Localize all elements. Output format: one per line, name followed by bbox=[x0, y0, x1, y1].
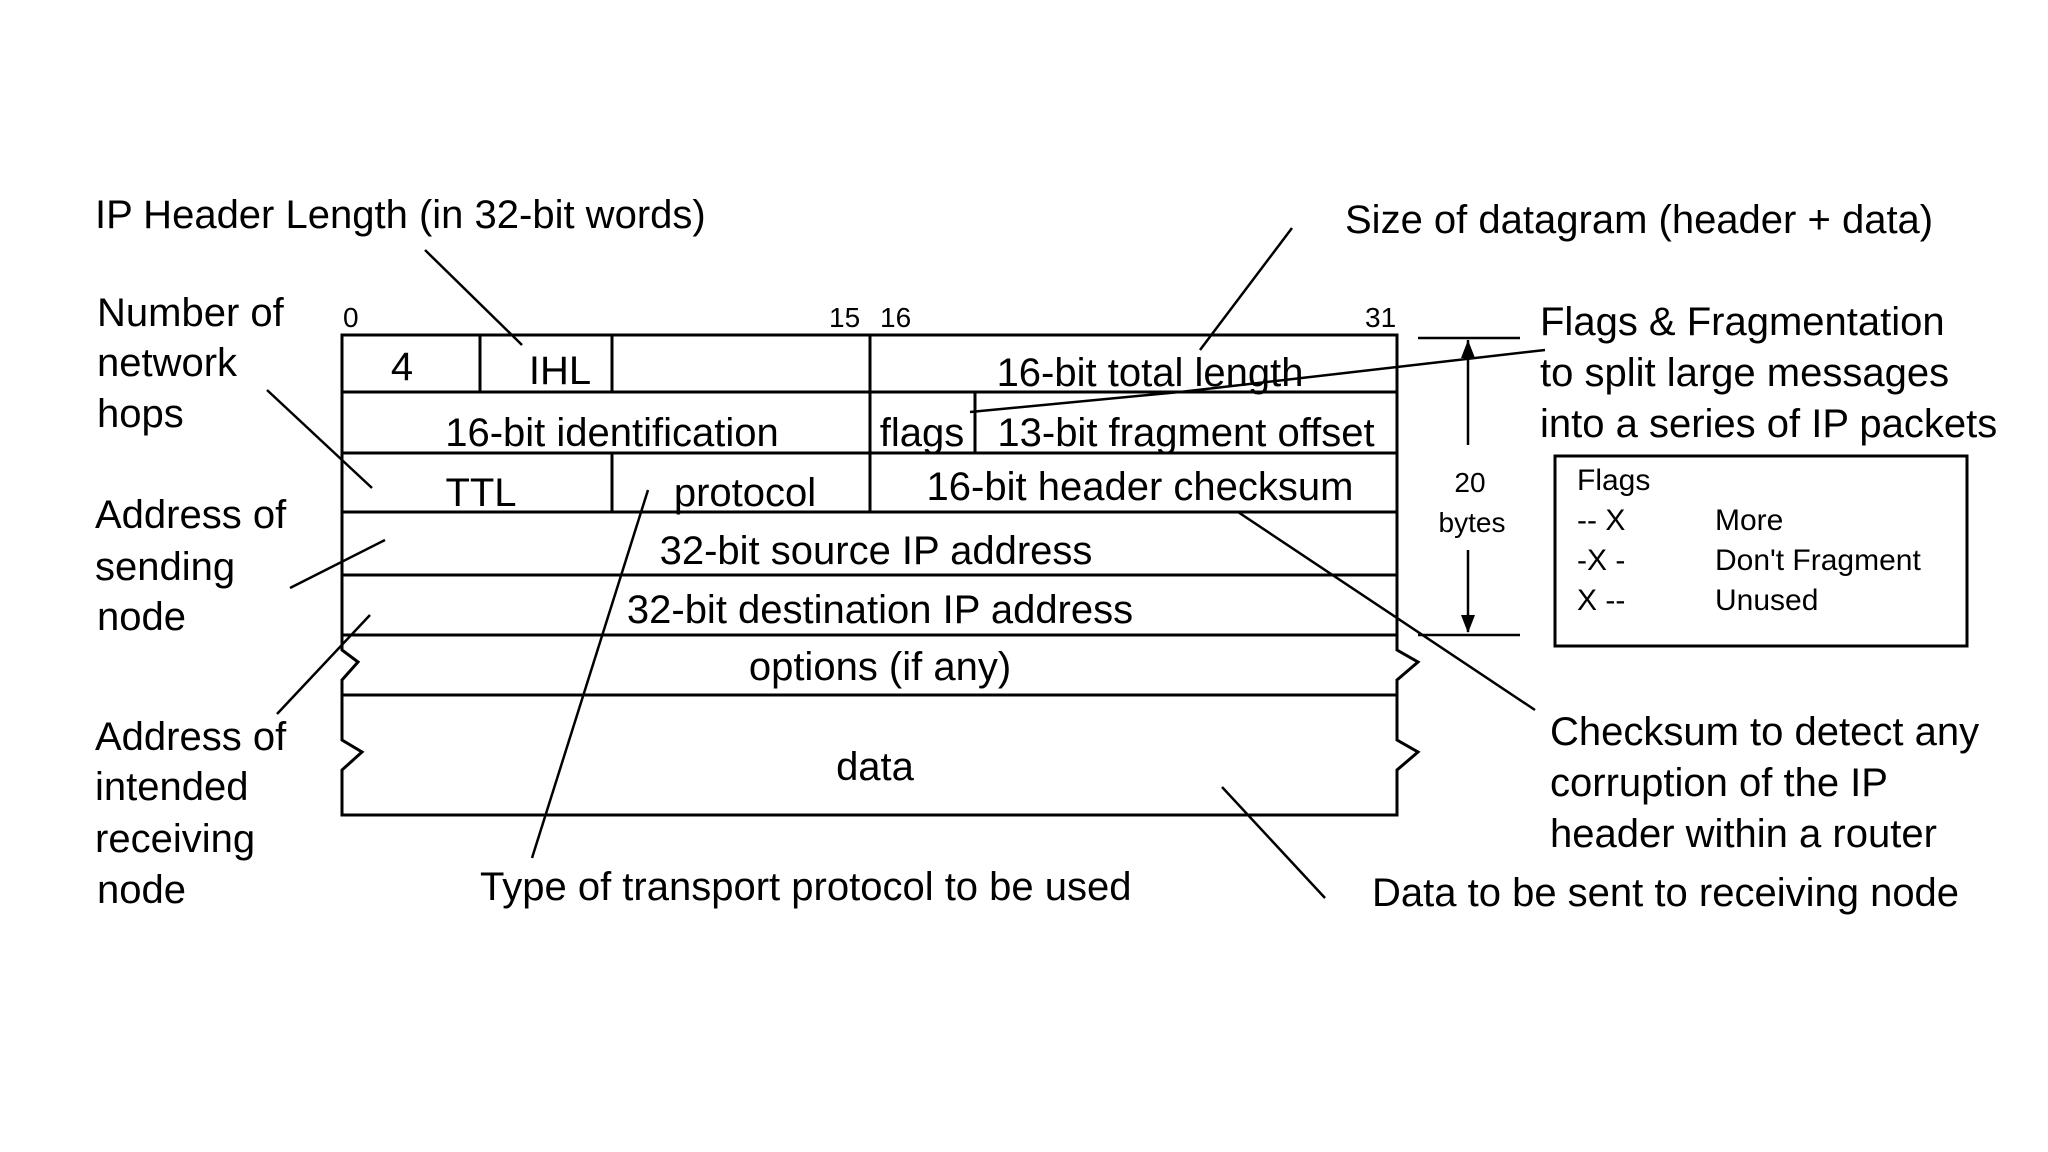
svg-text:sending: sending bbox=[95, 545, 235, 589]
svg-text:Flags & Fragmentation: Flags & Fragmentation bbox=[1540, 300, 1945, 344]
svg-text:corruption of the IP: corruption of the IP bbox=[1550, 761, 1888, 805]
svg-text:receiving: receiving bbox=[95, 817, 255, 861]
flags-legend-title: Flags bbox=[1577, 464, 1650, 497]
svg-text:into a series of IP packets: into a series of IP packets bbox=[1540, 402, 1997, 446]
svg-text:hops: hops bbox=[97, 392, 184, 436]
bit-16: 16 bbox=[880, 302, 911, 333]
bit-0: 0 bbox=[343, 302, 359, 333]
svg-text:to split large messages: to split large messages bbox=[1540, 351, 1949, 395]
data-description: Data to be sent to receiving node bbox=[1372, 871, 1959, 915]
version-field: 4 bbox=[391, 345, 413, 389]
header-size-marker: 20 bytes bbox=[1418, 336, 1520, 637]
flags-legend-meaning: Don't Fragment bbox=[1715, 544, 1921, 577]
source-address-field: 32-bit source IP address bbox=[660, 529, 1093, 573]
size-description: Size of datagram (header + data) bbox=[1345, 198, 1933, 242]
bit-15: 15 bbox=[829, 302, 860, 333]
flags-legend: Flags -- X More -X - Don't Fragment X --… bbox=[1553, 454, 1969, 648]
protocol-field: protocol bbox=[674, 471, 816, 515]
ttl-field: TTL bbox=[445, 471, 516, 515]
identification-field: 16-bit identification bbox=[445, 411, 779, 455]
flags-legend-code: X -- bbox=[1577, 584, 1625, 617]
svg-text:node: node bbox=[97, 595, 186, 639]
source-description: Address of sending node bbox=[95, 493, 287, 639]
ttl-description: Number of network hops bbox=[97, 291, 285, 436]
protocol-description: Type of transport protocol to be used bbox=[480, 865, 1132, 909]
svg-text:Address of: Address of bbox=[95, 493, 287, 537]
destination-address-field: 32-bit destination IP address bbox=[627, 588, 1133, 632]
checksum-description: Checksum to detect any corruption of the… bbox=[1550, 710, 1979, 856]
ihl-field: IHL bbox=[529, 349, 591, 393]
flags-description: Flags & Fragmentation to split large mes… bbox=[1540, 300, 1997, 446]
svg-text:network: network bbox=[97, 341, 238, 385]
flags-field: flags bbox=[880, 411, 965, 455]
size-unit: bytes bbox=[1439, 507, 1506, 538]
fragment-offset-field: 13-bit fragment offset bbox=[997, 411, 1374, 455]
flags-legend-code: -- X bbox=[1577, 504, 1625, 537]
flags-legend-meaning: More bbox=[1715, 504, 1783, 537]
options-field: options (if any) bbox=[749, 645, 1011, 689]
data-field: data bbox=[836, 745, 915, 789]
svg-text:Address of: Address of bbox=[95, 715, 287, 759]
leader-lines bbox=[266, 227, 1546, 899]
bit-31: 31 bbox=[1365, 302, 1396, 333]
size-value: 20 bbox=[1454, 467, 1485, 498]
flags-legend-meaning: Unused bbox=[1715, 584, 1818, 617]
ihl-description: IP Header Length (in 32-bit words) bbox=[95, 193, 706, 237]
header-table bbox=[340, 333, 1399, 637]
svg-text:header within a router: header within a router bbox=[1550, 812, 1937, 856]
destination-description: Address of intended receiving node bbox=[95, 715, 287, 912]
svg-text:node: node bbox=[97, 868, 186, 912]
svg-text:intended: intended bbox=[95, 765, 248, 809]
flags-legend-code: -X - bbox=[1577, 544, 1625, 577]
checksum-field: 16-bit header checksum bbox=[927, 465, 1354, 509]
svg-text:Checksum to detect any: Checksum to detect any bbox=[1550, 710, 1979, 754]
svg-text:Number of: Number of bbox=[97, 291, 285, 335]
total-length-field: 16-bit total length bbox=[997, 351, 1304, 395]
